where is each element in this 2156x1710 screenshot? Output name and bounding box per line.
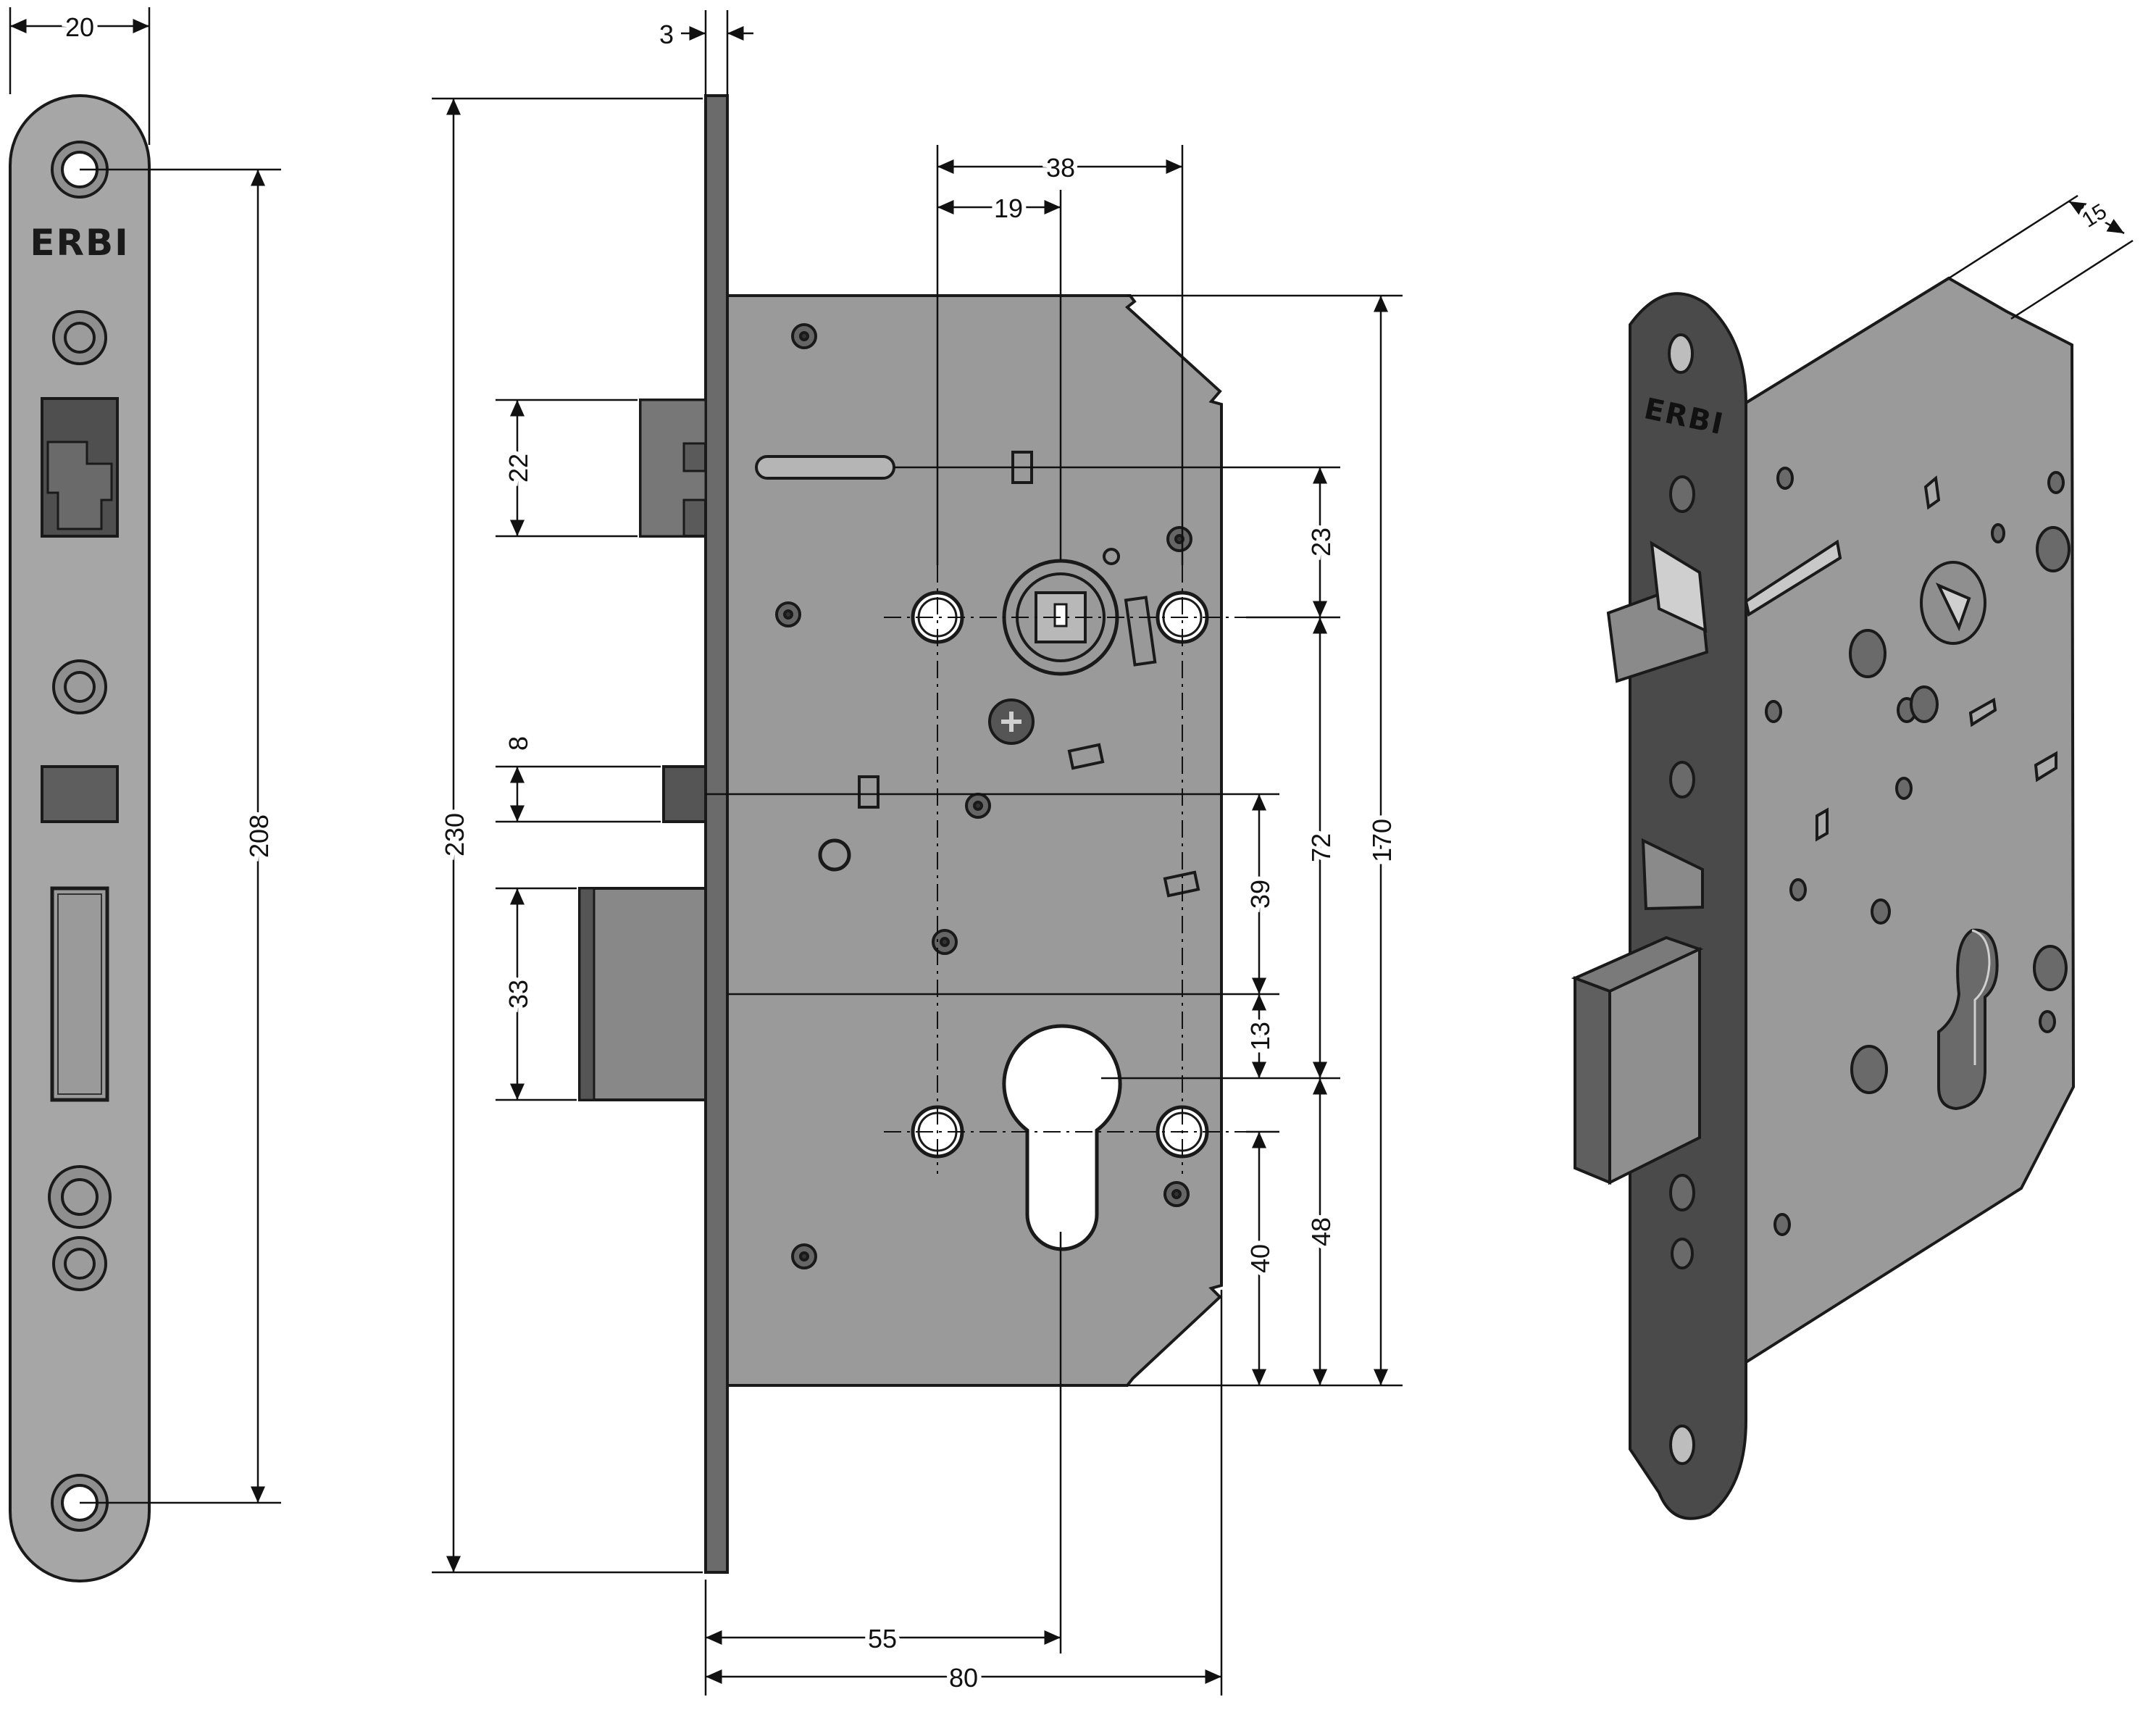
screw-hole <box>52 310 107 365</box>
dim-label-13: 13 <box>1245 1022 1275 1051</box>
dim-label-22: 22 <box>504 454 533 483</box>
iso-cylinder-cutout <box>1937 928 1999 1111</box>
dim-latch <box>496 399 638 538</box>
iso-case-holes <box>1765 467 2071 1236</box>
dim-case-thickness <box>1948 194 2134 320</box>
faceplate-front-view: ERBI <box>9 7 281 1582</box>
dim-faceplate-width <box>9 7 151 145</box>
dim-label-170: 170 <box>1367 819 1397 862</box>
dim-label-23: 23 <box>1306 527 1336 556</box>
screw-hole <box>52 1236 107 1291</box>
dim-deadlatch <box>496 765 661 823</box>
deadbolt <box>578 887 707 1101</box>
deadlatch-opening <box>41 765 119 823</box>
dim-label-230: 230 <box>440 813 469 856</box>
faceplate-edge <box>704 94 729 1574</box>
side-elevation-view: 3 230 22 8 33 <box>432 10 1403 1697</box>
dim-faceplate-thickness <box>681 10 753 96</box>
slot <box>755 455 895 480</box>
dim-label-208: 208 <box>244 814 274 858</box>
dim-right-side <box>706 294 1403 1387</box>
dim-label-40: 40 <box>1245 1244 1275 1273</box>
dim-label-3: 3 <box>659 20 674 49</box>
dim-label-39: 39 <box>1245 880 1275 909</box>
dim-bolt <box>496 887 577 1101</box>
dim-label-80: 80 <box>949 1663 978 1693</box>
case-face <box>1745 276 2076 1365</box>
tab <box>1067 743 1105 770</box>
dim-follower-holes <box>936 145 1184 565</box>
lever <box>1124 596 1157 667</box>
iso-diamonds <box>1816 475 2057 842</box>
dim-label-72: 72 <box>1306 833 1336 862</box>
dim-total-height <box>432 97 703 1574</box>
iso-faceplate-holes <box>1668 333 1695 1465</box>
iso-latch <box>1606 541 1709 683</box>
iso-bolt <box>1571 935 1704 1185</box>
cylinder-cutout <box>1002 1024 1122 1251</box>
dim-label-55: 55 <box>868 1624 897 1653</box>
small-hole <box>1103 548 1120 565</box>
iso-slot <box>1744 539 1842 617</box>
dim-label-20: 20 <box>65 12 94 42</box>
iso-screw-icon <box>1910 685 1939 723</box>
dim-label-19: 19 <box>994 193 1023 223</box>
dim-bottom <box>704 1232 1223 1696</box>
screw-hole <box>52 659 107 714</box>
iso-follower <box>1920 561 1986 645</box>
iso-cylinder-edge <box>1971 929 1991 1065</box>
deadlatch <box>662 765 707 823</box>
latch-bolt <box>639 399 707 538</box>
centerlines <box>884 565 1246 1174</box>
bolt-opening <box>50 886 109 1102</box>
screw-icon <box>988 698 1035 745</box>
brand-logo: ERBI <box>30 222 129 264</box>
iso-deadlatch <box>1641 838 1704 911</box>
screw-hole <box>48 1165 112 1229</box>
dim-label-33: 33 <box>504 980 533 1009</box>
dim-label-48: 48 <box>1306 1217 1336 1246</box>
rivets <box>775 323 1192 1269</box>
dim-hole-spacing <box>80 168 281 1504</box>
dim-label-8: 8 <box>504 736 533 751</box>
dim-label-38: 38 <box>1046 153 1075 183</box>
isometric-view: ERBI <box>1571 194 2134 1520</box>
ring <box>818 838 851 872</box>
latch-opening <box>41 397 119 538</box>
tab <box>858 775 879 809</box>
dim-label-15: 15 <box>2078 199 2111 233</box>
